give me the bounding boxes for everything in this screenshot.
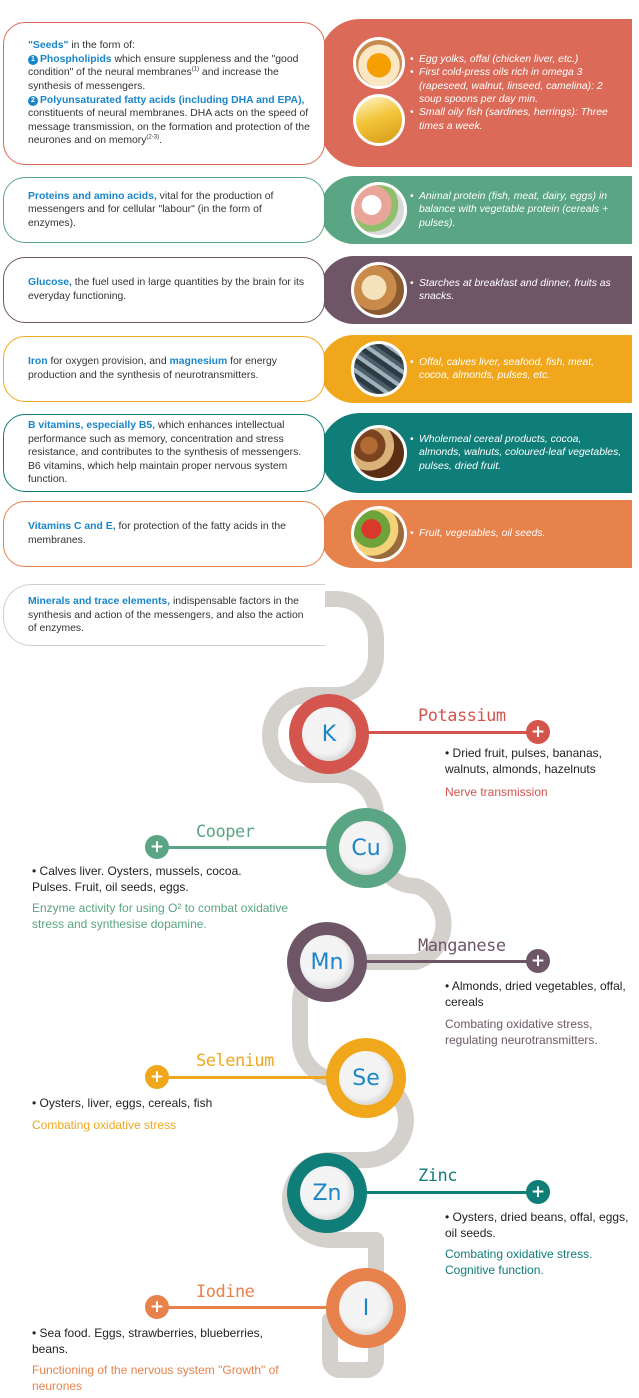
bread-icon xyxy=(351,262,407,318)
proteins-card: Proteins and amino acids, vital for the … xyxy=(3,177,325,243)
minerals-card: Minerals and trace elements, indispensab… xyxy=(3,584,325,646)
potassium-circle: K xyxy=(289,694,369,774)
source-item: Small oily fish (sardines, herrings): Th… xyxy=(410,106,624,133)
number-two-badge: 2 xyxy=(28,95,38,106)
plus-icon: + xyxy=(145,835,169,859)
seeds-sources-list: Egg yolks, offal (chicken liver, etc.) F… xyxy=(410,53,624,133)
copper-symbol: Cu xyxy=(339,821,393,875)
potassium-sources: • Dried fruit, pulses, bananas, walnuts,… xyxy=(445,746,602,776)
magnesium-label: magnesium xyxy=(169,356,228,368)
fish-icon xyxy=(351,341,407,397)
zinc-symbol: Zn xyxy=(300,1166,354,1220)
seeds-title-rest: in the form of: xyxy=(68,40,135,52)
iron-card: Iron for oxygen provision, and magnesium… xyxy=(3,336,325,402)
iodine-circle: I xyxy=(326,1268,406,1348)
source-item: First cold-press oils rich in omega 3 (r… xyxy=(410,66,624,106)
zinc-name: Zinc xyxy=(418,1166,457,1186)
potassium-name: Potassium xyxy=(418,706,506,726)
plus-icon: + xyxy=(526,1180,550,1204)
ref-1: (1) xyxy=(191,67,200,73)
selenium-name: Selenium xyxy=(196,1051,274,1071)
copper-role: Enzyme activity for using O² to combat o… xyxy=(32,901,289,931)
iodine-role: Functioning of the nervous system "Growt… xyxy=(32,1363,279,1393)
glucose-text: the fuel used in large quantities by the… xyxy=(28,277,305,302)
phospholipids-end: and increase the synthesis of messengers… xyxy=(28,67,279,92)
source-item: Egg yolks, offal (chicken liver, etc.) xyxy=(410,53,624,67)
number-one-badge: 1 xyxy=(28,54,38,65)
ref-2-3: (2-3) xyxy=(146,134,160,141)
zinc-role: Combating oxidative stress. Cognitive fu… xyxy=(445,1247,593,1277)
source-item: Fruit, vegetables, oil seeds. xyxy=(410,527,545,541)
iodine-sources: • Sea food. Eggs, strawberries, blueberr… xyxy=(32,1326,263,1356)
vegetables-icon xyxy=(351,506,407,562)
source-item: Offal, calves liver, seafood, fish, meat… xyxy=(410,356,624,383)
vitb-label: B vitamins, especially B5, xyxy=(28,420,156,432)
manganese-name: Manganese xyxy=(418,936,506,956)
iodine-name: Iodine xyxy=(196,1282,255,1302)
pufa-end: . xyxy=(159,135,162,147)
selenium-sources: • Oysters, liver, eggs, cereals, fish xyxy=(32,1096,213,1110)
iodine-line xyxy=(158,1306,330,1309)
copper-name: Cooper xyxy=(196,822,255,842)
zinc-line xyxy=(360,1191,535,1194)
potassium-line xyxy=(360,731,535,734)
plus-icon: + xyxy=(145,1065,169,1089)
vitce-text: for protection of the fatty acids in the… xyxy=(28,521,286,546)
phospholipids-text: which ensure suppleness and the "good co… xyxy=(28,53,299,79)
iron-label: Iron xyxy=(28,356,48,368)
manganese-symbol: Mn xyxy=(300,935,354,989)
source-item: Starches at breakfast and dinner, fruits… xyxy=(410,277,624,304)
manganese-role: Combating oxidative stress, regulating n… xyxy=(445,1017,598,1047)
selenium-symbol: Se xyxy=(339,1051,393,1105)
iodine-symbol: I xyxy=(339,1281,393,1335)
source-item: Wholemeal cereal products, cocoa, almond… xyxy=(410,433,624,473)
manganese-sources: • Almonds, dried vegetables, offal, cere… xyxy=(445,979,626,1009)
zinc-sources: • Oysters, dried beans, offal, eggs, oil… xyxy=(445,1210,629,1240)
plus-icon: + xyxy=(526,720,550,744)
vitb-card: B vitamins, especially B5, which enhance… xyxy=(3,414,325,492)
source-item: Animal protein (fish, meat, dairy, eggs)… xyxy=(410,190,624,230)
manganese-line xyxy=(360,960,535,963)
vitce-card: Vitamins C and E, for protection of the … xyxy=(3,501,325,567)
proteins-label: Proteins and amino acids, xyxy=(28,190,157,202)
copper-sources: • Calves liver. Oysters, mussels, cocoa.… xyxy=(32,864,242,894)
phospholipids-label: Phospholipids xyxy=(40,53,112,65)
pufa-text: constituents of neural membranes. DHA ac… xyxy=(28,108,310,147)
copper-circle: Cu xyxy=(326,808,406,888)
minerals-text: indispensable factors in the synthesis a… xyxy=(28,596,304,635)
glucose-card: Glucose, the fuel used in large quantiti… xyxy=(3,257,325,323)
selenium-role: Combating oxidative stress xyxy=(32,1118,177,1132)
selenium-circle: Se xyxy=(326,1038,406,1118)
potassium-role: Nerve transmission xyxy=(445,785,548,799)
milk-meat-icon xyxy=(351,182,407,238)
selenium-line xyxy=(158,1076,330,1079)
iron-text-mid: for oxygen provision, and xyxy=(47,356,170,368)
proteins-text: vital for the production of messengers a… xyxy=(28,190,274,229)
nuts-icon xyxy=(351,425,407,481)
vitce-label: Vitamins C and E, xyxy=(28,521,116,533)
copper-line xyxy=(158,846,330,849)
oil-bottle-icon xyxy=(353,94,405,146)
zinc-circle: Zn xyxy=(287,1153,367,1233)
manganese-circle: Mn xyxy=(287,922,367,1002)
potassium-symbol: K xyxy=(302,707,356,761)
egg-yolk-icon xyxy=(353,37,405,89)
plus-icon: + xyxy=(145,1295,169,1319)
iron-text: for energy production and the synthesis … xyxy=(28,356,277,381)
plus-icon: + xyxy=(526,949,550,973)
seeds-title: "Seeds" xyxy=(28,40,69,52)
minerals-label: Minerals and trace elements, xyxy=(28,596,171,607)
vitb-text: which enhances intellectual performance … xyxy=(28,420,302,486)
glucose-label: Glucose, xyxy=(28,277,72,289)
pufa-label: Polyunsaturated fatty acids (including D… xyxy=(40,94,305,106)
